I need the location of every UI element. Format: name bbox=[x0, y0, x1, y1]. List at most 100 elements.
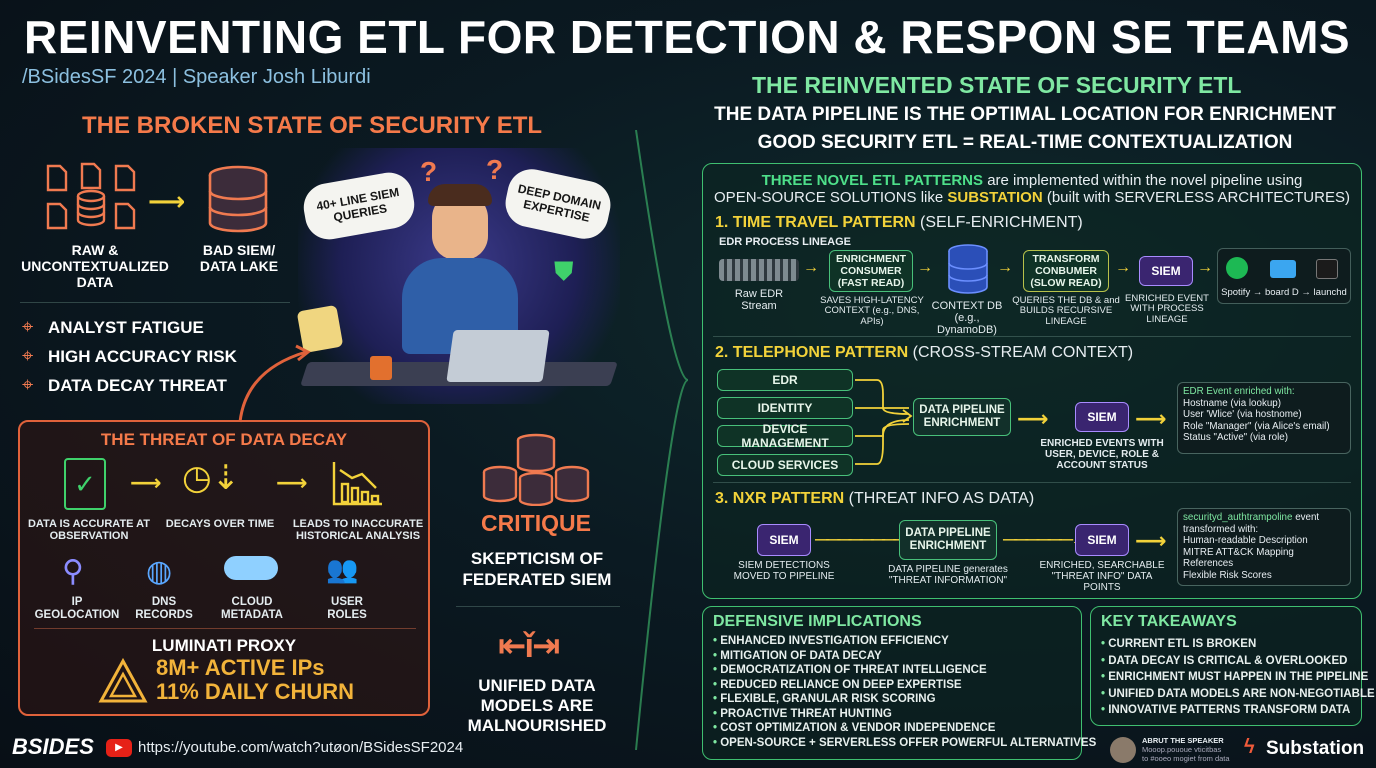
source-edr: EDR bbox=[717, 369, 853, 391]
patterns-box: THREE NOVEL ETL PATTERNS are implemented… bbox=[702, 163, 1362, 599]
siem-node: SIEM bbox=[1139, 256, 1193, 286]
pipeline-enrichment-node: DATA PIPELINE ENRICHMENT bbox=[899, 520, 997, 560]
threat-event-title: securityd_authtrampoline bbox=[1183, 512, 1293, 523]
flow-arrow: ⟶ bbox=[1135, 406, 1167, 431]
problem-item: ⌖ DATA DECAY THREAT bbox=[22, 371, 237, 400]
right-heading: THE REINVENTED STATE OF SECURITY ETL bbox=[752, 72, 1242, 98]
flow-arrow: → bbox=[917, 259, 933, 276]
speaker-title: ABRUT THE SPEAKER bbox=[1142, 736, 1224, 745]
youtube-link[interactable]: https://youtube.com/watch?utøon/BSidesSF… bbox=[138, 739, 464, 756]
siem-node: SIEM bbox=[1075, 524, 1129, 556]
pattern-1-title: 1. TIME TRAVEL PATTERN (SELF-ENRICHMENT) bbox=[715, 214, 1083, 232]
pattern-2-title: 2. TELEPHONE PATTERN (CROSS-STREAM CONTE… bbox=[715, 344, 1133, 362]
enriched-field: User 'Wlice' (via hostnome) bbox=[1183, 409, 1302, 420]
bsides-logo: BSIDES bbox=[12, 734, 94, 759]
threat-event-subtitle: event transformed with: bbox=[1183, 512, 1320, 535]
shield-icon: ⛊ bbox=[554, 256, 574, 286]
raw-to-siem-arrow: ⟶ bbox=[148, 186, 186, 216]
question-mark-icon: ? bbox=[420, 156, 438, 187]
curved-arrow-icon bbox=[238, 344, 311, 423]
youtube-icon: ▶ bbox=[106, 739, 132, 757]
intro-highlight: THREE NOVEL ETL PATTERNS bbox=[761, 172, 984, 189]
luminati-logo-icon bbox=[98, 658, 148, 703]
siem-caption: ENRICHED EVENTS WITH USER, DEVICE, ROLE … bbox=[1040, 438, 1164, 471]
decay-arrow: ⟶ bbox=[276, 470, 308, 495]
threat-info-box: securityd_authtrampoline event transform… bbox=[1177, 508, 1351, 586]
proxy-title: LUMINATI PROXY bbox=[151, 636, 297, 655]
intro-substation: SUBSTATION bbox=[947, 189, 1043, 206]
enriched-field: Status "Active" (via role) bbox=[1183, 432, 1288, 443]
critique-text: SKEPTICISM OF FEDERATED SIEM bbox=[462, 549, 612, 589]
decay-type-label: DNS RECORDS bbox=[135, 596, 193, 621]
laptop-icon bbox=[446, 330, 550, 382]
list-item: UNIFIED DATA MODELS ARE NON-NEGOTIABLE bbox=[1101, 686, 1374, 703]
flow-arrow: → bbox=[1115, 259, 1131, 276]
list-item: OPEN-SOURCE + SERVERLESS OFFER POWERFUL … bbox=[713, 736, 1096, 751]
enriched-event-box: EDR Event enriched with: Hostname (via l… bbox=[1177, 382, 1351, 454]
enriched-event-title: EDR Event enriched with: bbox=[1183, 386, 1295, 397]
list-item: DEMOCRATIZATION OF THREAT INTELLIGENCE bbox=[713, 663, 1071, 678]
left-heading: THE BROKEN STATE OF SECURITY ETL bbox=[82, 112, 543, 139]
decay-type-label: USER ROLES bbox=[327, 596, 367, 621]
speaker-text: Mooop.pououe vticitbas bbox=[1142, 745, 1222, 754]
intro-text: (built with SERVERLESS ARCHITECTURES) bbox=[1042, 189, 1350, 206]
list-item: DATA DECAY IS CRITICAL & OVERLOOKED bbox=[1101, 653, 1351, 670]
bad-siem-label: BAD SIEM/ DATA LAKE bbox=[199, 242, 279, 274]
pattern-suffix: (CROSS-STREAM CONTEXT) bbox=[908, 344, 1134, 361]
divider bbox=[713, 336, 1351, 337]
merge-arrows bbox=[855, 379, 913, 465]
pipeline-enrichment-node: DATA PIPELINE ENRICHMENT bbox=[913, 398, 1011, 436]
source-device-management: DEVICE MANAGEMENT bbox=[717, 422, 853, 450]
speaker-text: to #ooeo mogiet from data bbox=[1142, 754, 1230, 763]
declining-chart-icon bbox=[332, 462, 382, 506]
problem-label: ANALYST FATIGUE bbox=[48, 317, 204, 337]
process-chain-box: Spotify → board D → launchd bbox=[1217, 248, 1351, 304]
clock-decay-icon: ◷⇣ bbox=[182, 459, 241, 497]
crosshair-icon: ⌖ bbox=[22, 374, 34, 396]
problem-label: DATA DECAY THREAT bbox=[48, 375, 227, 395]
cloud-icon bbox=[224, 556, 278, 580]
pattern-title: 3. NXR PATTERN bbox=[715, 490, 845, 507]
decay-type-label: IP GEOLOCATION bbox=[34, 596, 120, 621]
federated-databases-icon bbox=[482, 433, 590, 506]
data-decay-box: THE THREAT OF DATA DECAY ✓ ⟶ ◷⇣ ⟶ DATA I… bbox=[18, 420, 430, 716]
siem-caption: ENRICHED, SEARCHABLE "THREAT INFO" DATA … bbox=[1039, 560, 1165, 593]
threat-field: MITRE ATT&CK Mapping bbox=[1183, 546, 1294, 558]
decay-arrow: ⟶ bbox=[130, 470, 162, 495]
substation-logo: Substation bbox=[1266, 738, 1365, 759]
list-item: FLEXIBLE, GRANULAR RISK SCORING bbox=[713, 692, 1071, 707]
siem-detections-caption: SIEM DETECTIONS MOVED TO PIPELINE bbox=[733, 560, 835, 582]
decay-type-label: CLOUD METADATA bbox=[221, 596, 283, 621]
terminal-icon bbox=[1316, 259, 1338, 279]
globe-icon: ◍ bbox=[146, 555, 173, 588]
flow-arrow: ────────→ bbox=[815, 529, 924, 551]
pipeline-caption: DATA PIPELINE generates "THREAT INFORMAT… bbox=[888, 564, 1008, 586]
substation-bolt-icon: ϟ bbox=[1244, 736, 1255, 758]
source-cloud-services: CLOUD SERVICES bbox=[717, 454, 853, 476]
chevron-divider bbox=[635, 130, 689, 750]
flow-arrow: → bbox=[997, 259, 1013, 276]
raw-edr-stream-icon bbox=[719, 259, 799, 281]
flow-arrow: → bbox=[803, 259, 819, 276]
analyst-hair bbox=[428, 184, 492, 206]
pattern-title: 2. TELEPHONE PATTERN bbox=[715, 344, 909, 361]
transform-consumer-caption: QUERIES THE DB & and BUILDS RECURSIVE LI… bbox=[1012, 295, 1120, 327]
defensive-implications-box: DEFENSIVE IMPLICATIONS ENHANCED INVESTIG… bbox=[702, 606, 1096, 760]
divider bbox=[34, 628, 416, 629]
divider bbox=[713, 482, 1351, 483]
data-decay-heading: THE THREAT OF DATA DECAY bbox=[100, 430, 348, 449]
problem-item: ⌖ ANALYST FATIGUE bbox=[22, 313, 237, 342]
unified-data-text: UNIFIED DATA MODELS ARE MALNOURISHED bbox=[467, 676, 607, 735]
folder-icon bbox=[1270, 260, 1296, 278]
context-db-icon bbox=[948, 244, 988, 294]
speaker-avatar bbox=[1110, 737, 1136, 763]
list-item: PROACTIVE THREAT HUNTING bbox=[713, 707, 1071, 722]
patterns-intro: THREE NOVEL ETL PATTERNS are implemented… bbox=[703, 172, 1361, 206]
defensive-list: ENHANCED INVESTIGATION EFFICIENCY MITIGA… bbox=[713, 634, 1096, 751]
proxy-stat-churn: 11% DAILY CHURN bbox=[156, 679, 355, 704]
siem-node: SIEM bbox=[1075, 402, 1129, 432]
flow-arrow: ──────→ bbox=[1003, 529, 1090, 551]
list-item: INNOVATIVE PATTERNS TRANSFORM DATA bbox=[1101, 702, 1351, 719]
threat-field: References bbox=[1183, 558, 1234, 569]
key-takeaways-box: KEY TAKEAWAYS CURRENT ETL IS BROKEN DATA… bbox=[1090, 606, 1375, 726]
